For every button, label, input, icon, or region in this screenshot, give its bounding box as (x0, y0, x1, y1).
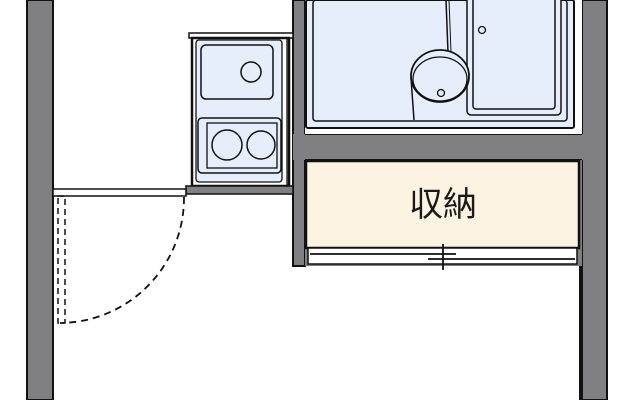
main-room (52, 196, 581, 400)
kitchen-counter (185, 32, 294, 195)
toilet (410, 0, 470, 121)
two-burner-stove (197, 117, 282, 174)
entry-door[interactable] (57, 195, 185, 324)
kitchen-sink (200, 44, 274, 100)
bathtub (466, 0, 562, 116)
storage-label: 収納 (409, 185, 477, 225)
storage-sliding-door[interactable] (307, 244, 578, 270)
right-exterior-wall (581, 0, 608, 400)
bathroom (305, 0, 582, 134)
left-exterior-wall (26, 0, 54, 400)
entry-door-frame (52, 188, 187, 197)
